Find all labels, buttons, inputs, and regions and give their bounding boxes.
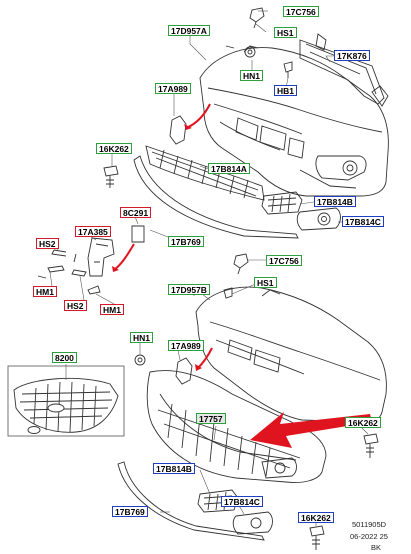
pointer-arrow-left	[113, 243, 135, 271]
callout-hs2: HS2	[36, 238, 59, 249]
pointer-arrow-left-head	[112, 266, 119, 272]
callout-hs2: HS2	[64, 300, 87, 311]
callout-17757: 17757	[196, 413, 226, 424]
callout-17b769: 17B769	[168, 236, 204, 247]
callout-hm1: HM1	[100, 304, 124, 315]
footer-reference: 5011905D	[352, 520, 387, 529]
callout-8c291: 8C291	[120, 207, 152, 218]
ford-emblem	[27, 426, 41, 434]
radiator-grille-8200	[13, 377, 119, 433]
lip-strip-17b769-upper	[133, 155, 299, 239]
callout-17k876: 17K876	[334, 50, 370, 61]
callout-hs1: HS1	[254, 277, 277, 288]
callout-hb1: HB1	[274, 85, 298, 96]
callout-17d957b: 17D957B	[168, 284, 210, 295]
pointer-arrow-upper	[185, 103, 211, 129]
footer-date: 06-2022 25	[350, 532, 388, 541]
bracket-17a385	[87, 237, 115, 277]
reinforcement-bar	[299, 33, 389, 107]
callout-hn1: HN1	[240, 70, 264, 81]
front-bumper-cover-lower	[195, 286, 387, 423]
callout-17c756: 17C756	[283, 6, 319, 17]
callout-8200: 8200	[52, 352, 77, 363]
cover-8c291	[131, 225, 145, 243]
pointer-arrow-middle-head	[195, 364, 202, 371]
front-bumper-cover-upper	[199, 45, 389, 197]
callout-17a989: 17A989	[168, 340, 204, 351]
clips-middle	[134, 253, 249, 366]
bracket-17a989-upper	[169, 115, 187, 145]
callout-17b814c: 17B814C	[221, 496, 263, 507]
bolt-16k262-bottom	[309, 525, 325, 550]
callout-17a385: 17A385	[75, 226, 111, 237]
callout-17b814b: 17B814B	[153, 463, 195, 474]
bracket-17a989-lower	[175, 357, 193, 385]
callout-17b814b: 17B814B	[314, 196, 356, 207]
callout-17a989: 17A989	[155, 83, 191, 94]
top-clips	[225, 7, 293, 78]
callout-17b814c: 17B814C	[342, 216, 384, 227]
bolt-16k262-right	[363, 433, 379, 458]
callout-hs1: HS1	[274, 27, 297, 38]
callout-17b814a: 17B814A	[208, 163, 250, 174]
grille-insert-17b814b-upper	[261, 191, 303, 215]
bolt-16k262-upper	[103, 165, 119, 188]
callout-16k262: 16K262	[96, 143, 132, 154]
lower-bumper-assembly	[146, 370, 327, 483]
grille-insert-17b814b-lower	[197, 489, 239, 513]
lip-strip-17b769-lower	[117, 461, 265, 541]
large-pointer-arrow	[250, 412, 372, 448]
lower-grille-17b814a	[145, 145, 265, 201]
pointer-arrow-middle	[197, 347, 213, 369]
pointer-arrow-upper-head	[184, 124, 192, 130]
callout-17c756: 17C756	[266, 255, 302, 266]
callout-17b769: 17B769	[112, 506, 148, 517]
footer-code: BK	[371, 543, 382, 552]
callout-16k262: 16K262	[298, 512, 334, 523]
callout-17d957a: 17D957A	[168, 25, 210, 36]
fog-bezel-17b814c-upper	[296, 207, 341, 231]
callout-hm1: HM1	[33, 286, 57, 297]
screws-left	[37, 249, 101, 295]
callout-16k262: 16K262	[345, 417, 381, 428]
callout-hn1: HN1	[130, 332, 154, 343]
fog-bezel-17b814c-lower	[232, 511, 273, 535]
